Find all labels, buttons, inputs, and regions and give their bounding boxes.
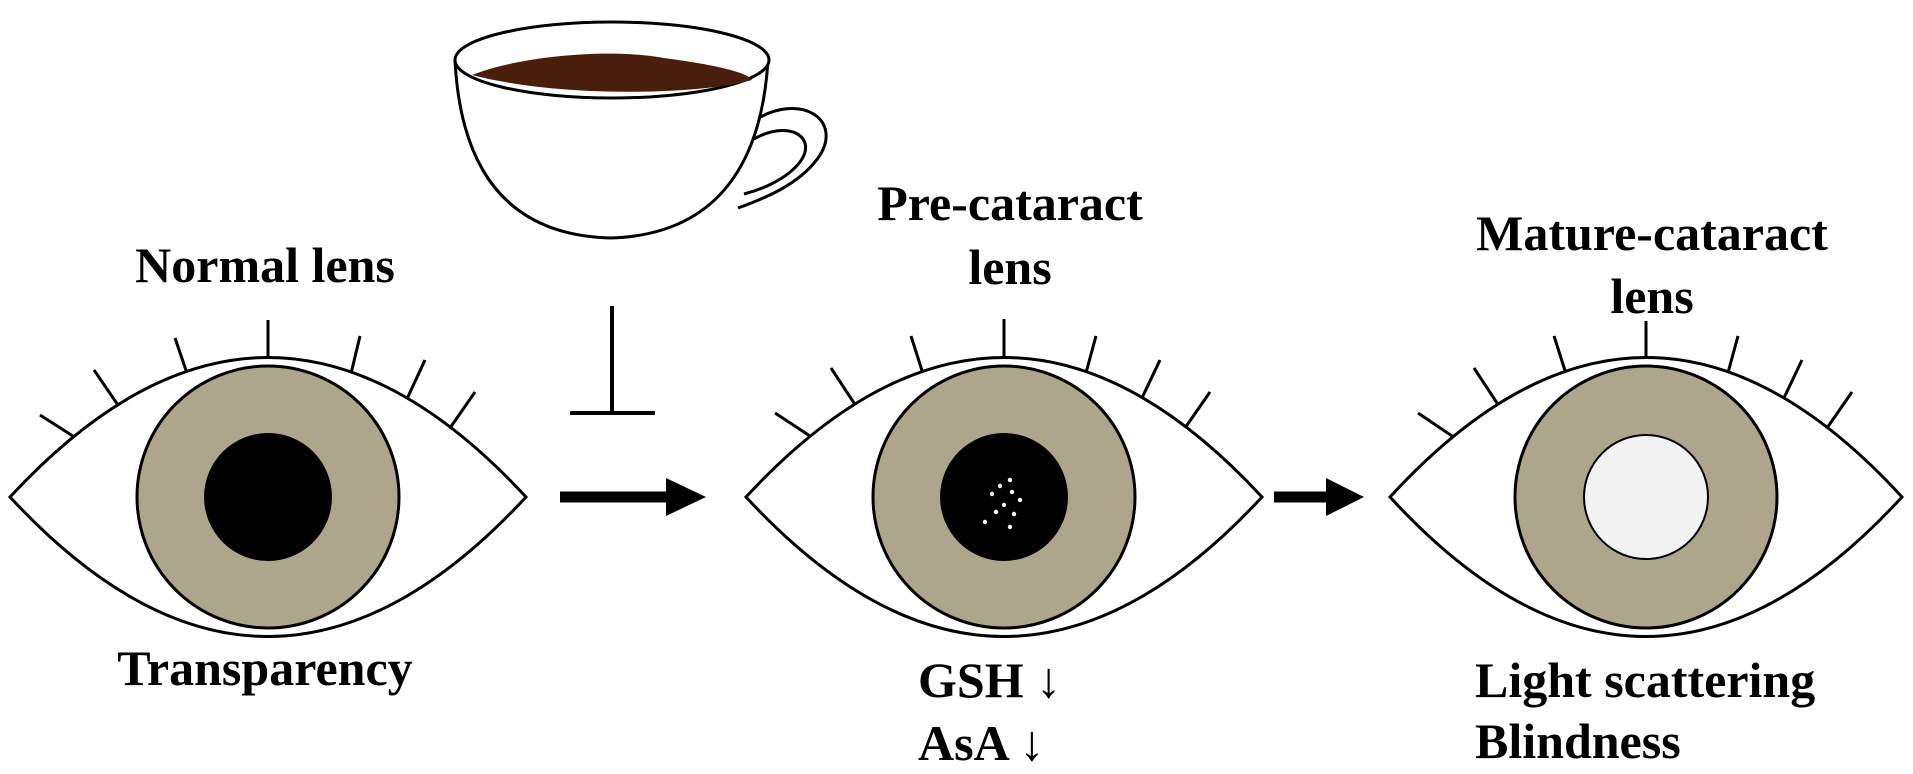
mature-cataract-eye: [1387, 321, 1905, 638]
right-arrow-icon: [560, 478, 706, 516]
clouded-lens: [1583, 434, 1709, 560]
pre-cataract-title-line2: lens: [968, 239, 1051, 295]
normal-eye: [7, 320, 529, 638]
pupil: [204, 433, 332, 561]
gsh-marker: GSH ↓: [918, 652, 1061, 708]
opacity-specks: [982, 477, 1023, 530]
cup-body: [453, 59, 770, 240]
coffee-surface: [472, 53, 752, 92]
inhibition-t-bar-icon: [570, 306, 655, 415]
pre-cataract-title-line1: Pre-cataract: [877, 175, 1143, 231]
coffee-cup-icon: [453, 20, 828, 240]
cup-handle: [737, 107, 828, 210]
pupil: [940, 433, 1068, 561]
normal-lens-title: Normal lens: [135, 237, 395, 293]
asa-marker: AsA ↓: [918, 715, 1044, 771]
mature-cataract-title-line2: lens: [1610, 268, 1693, 324]
pre-cataract-eye: [743, 319, 1265, 638]
arrow-2-head: [1326, 478, 1364, 516]
normal-lens-caption: Transparency: [117, 640, 412, 696]
blindness-caption: Blindness: [1475, 713, 1681, 769]
mature-cataract-title-line1: Mature-cataract: [1476, 205, 1828, 261]
light-scattering-caption: Light scattering: [1475, 652, 1815, 708]
right-arrow-icon: [1274, 478, 1364, 516]
arrow-1-head: [666, 478, 706, 516]
cup-handle-inner: [743, 129, 807, 196]
